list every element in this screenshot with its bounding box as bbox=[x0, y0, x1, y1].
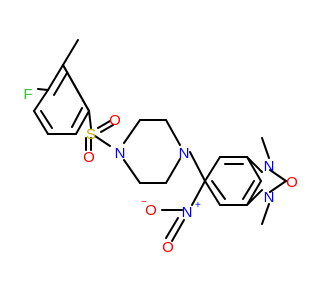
bond bbox=[246, 180, 262, 206]
charge-plus: + bbox=[195, 200, 201, 211]
bond-lines bbox=[33, 39, 287, 242]
atom-carbonyl-oxygen: O bbox=[286, 174, 298, 191]
molecule-structure-diagram: F S O O N N N N O N + O − O bbox=[23, 39, 298, 256]
atom-sulfonyl-oxygen-top: O bbox=[109, 112, 121, 129]
bond bbox=[261, 137, 270, 159]
bond bbox=[246, 156, 263, 173]
atom-fluorine: F bbox=[23, 86, 32, 103]
bond bbox=[211, 180, 226, 200]
bond bbox=[165, 217, 179, 239]
bond bbox=[123, 159, 141, 184]
bond bbox=[246, 189, 263, 206]
bond bbox=[75, 87, 90, 112]
atom-nitro-oxygen-double: O bbox=[162, 239, 174, 256]
atom-imidazolone-nitrogen-top: N bbox=[264, 158, 275, 175]
bond bbox=[191, 180, 206, 206]
atom-labels: F S O O N N N N O N + O − O bbox=[23, 86, 297, 256]
bond bbox=[100, 124, 114, 133]
bond bbox=[165, 119, 181, 146]
atom-imidazolone-nitrogen-bottom: N bbox=[264, 189, 275, 206]
atom-sulfonyl-oxygen-bottom: O bbox=[83, 149, 95, 166]
atom-nitro-oxygen-anion: O bbox=[145, 202, 157, 219]
bond bbox=[33, 110, 49, 135]
bond bbox=[171, 219, 185, 242]
atom-piperazine-nitrogen-left: N bbox=[115, 145, 126, 162]
bond bbox=[97, 120, 111, 129]
charge-minus: − bbox=[141, 197, 147, 208]
bond bbox=[242, 180, 255, 200]
atom-sulfur: S bbox=[86, 126, 96, 143]
bond bbox=[88, 110, 92, 129]
bond bbox=[62, 64, 77, 89]
bond bbox=[204, 156, 221, 182]
bond bbox=[204, 180, 221, 206]
bond bbox=[37, 88, 49, 91]
bond bbox=[123, 119, 141, 144]
atom-nitro-nitrogen: N bbox=[182, 204, 193, 221]
bond bbox=[40, 110, 53, 129]
bond bbox=[165, 158, 181, 184]
bond bbox=[94, 135, 111, 147]
bond bbox=[47, 64, 64, 91]
bond bbox=[269, 169, 287, 182]
bond bbox=[246, 156, 262, 182]
bond bbox=[62, 39, 79, 66]
bond bbox=[33, 89, 49, 112]
bond bbox=[189, 151, 206, 182]
bond bbox=[53, 72, 68, 96]
bond bbox=[75, 110, 90, 135]
bond bbox=[71, 107, 83, 128]
bond bbox=[269, 180, 287, 193]
bond bbox=[261, 203, 270, 225]
atom-piperazine-nitrogen-right: N bbox=[179, 145, 190, 162]
